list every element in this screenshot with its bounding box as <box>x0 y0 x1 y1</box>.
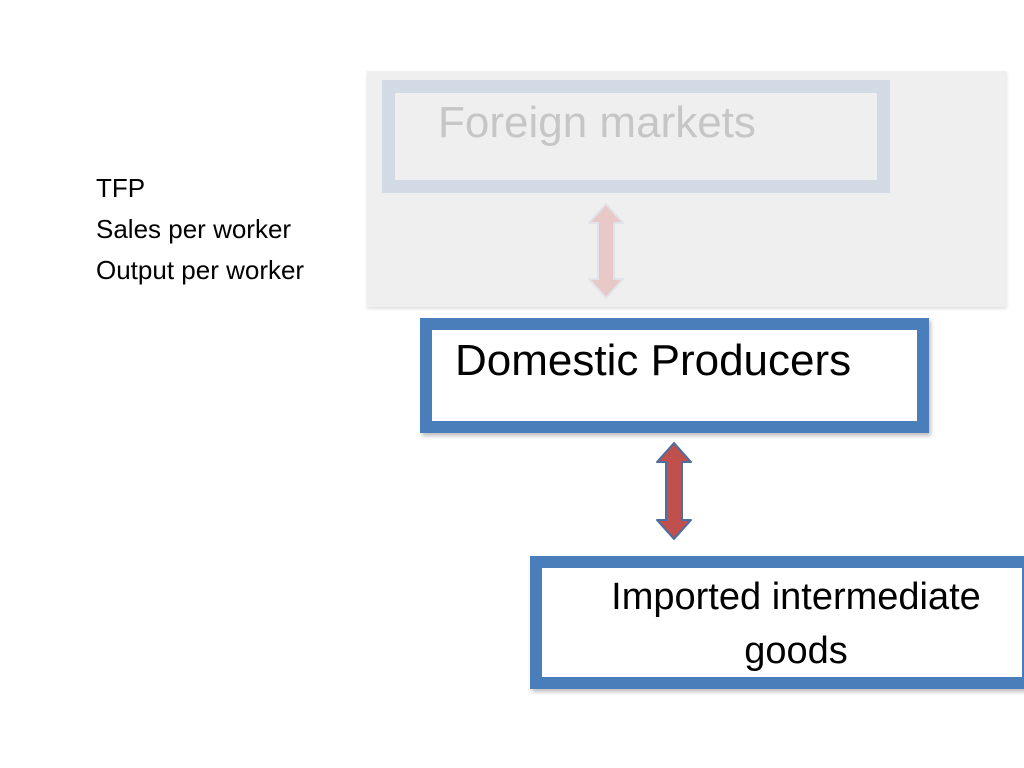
domestic-producers-label: Domestic Producers <box>455 336 852 385</box>
domestic-producers-box <box>420 318 929 433</box>
imported-goods-line2: goods <box>744 630 848 672</box>
imported-goods-box <box>530 556 1024 689</box>
imported-goods-label: Imported intermediate goods <box>580 570 1012 678</box>
metric-tfp: TFP <box>96 173 146 203</box>
foreign-markets-label: Foreign markets <box>438 98 756 147</box>
double-arrow <box>655 442 693 540</box>
metric-sales-per-worker: Sales per worker <box>96 214 292 244</box>
foreign-markets-box <box>382 80 890 193</box>
metric-output-per-worker: Output per worker <box>96 255 305 285</box>
metrics-list: TFP Sales per worker Output per worker <box>96 168 304 291</box>
imported-goods-line1: Imported intermediate <box>611 576 981 618</box>
faded-double-arrow <box>587 203 625 299</box>
